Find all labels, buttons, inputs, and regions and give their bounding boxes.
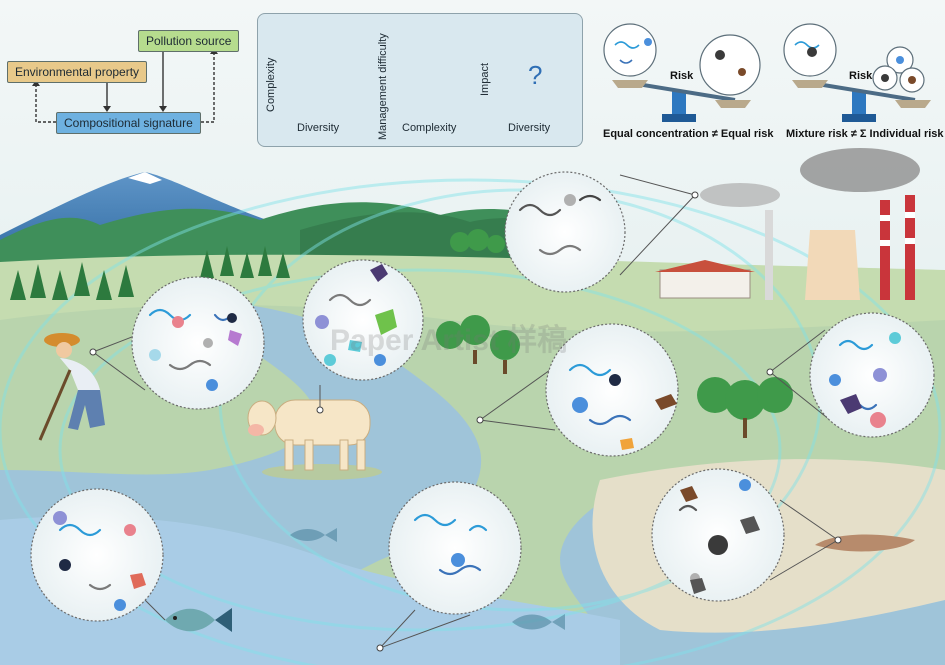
- farmer-icon: [38, 333, 105, 441]
- balance-scale-icon: [612, 80, 931, 122]
- risk-caption-right: Mixture risk ≠ Σ Individual risk: [786, 128, 944, 140]
- magnified-sample-bubbles: [30, 171, 935, 622]
- flask-icon: [603, 23, 925, 96]
- plot1-y-label: Complexity: [265, 57, 277, 112]
- plot2-x-label: Complexity: [402, 122, 457, 134]
- environmental-property-box: Environmental property: [7, 61, 148, 83]
- risk-label-right: Risk: [849, 70, 873, 82]
- tree-icon: [10, 246, 290, 300]
- watermark: Paper Artist 样稿: [330, 324, 568, 357]
- fish-icon: [165, 528, 565, 632]
- unknown-relation-mark: ?: [528, 60, 543, 90]
- risk-caption-left: Equal concentration ≠ Equal risk: [603, 128, 774, 140]
- plot3-y-label: Impact: [479, 62, 491, 96]
- plot2-y-label: Management difficulty: [377, 33, 389, 140]
- compositional-signature-box: Compositional signature: [56, 112, 201, 134]
- cow-icon: [247, 399, 382, 480]
- plot1-x-label: Diversity: [297, 122, 340, 134]
- pollution-source-box: Pollution source: [138, 30, 240, 52]
- plot3-x-label: Diversity: [508, 122, 551, 134]
- risk-label-left: Risk: [670, 70, 694, 82]
- factory-icon: [655, 148, 920, 300]
- relations-panel: [257, 13, 583, 147]
